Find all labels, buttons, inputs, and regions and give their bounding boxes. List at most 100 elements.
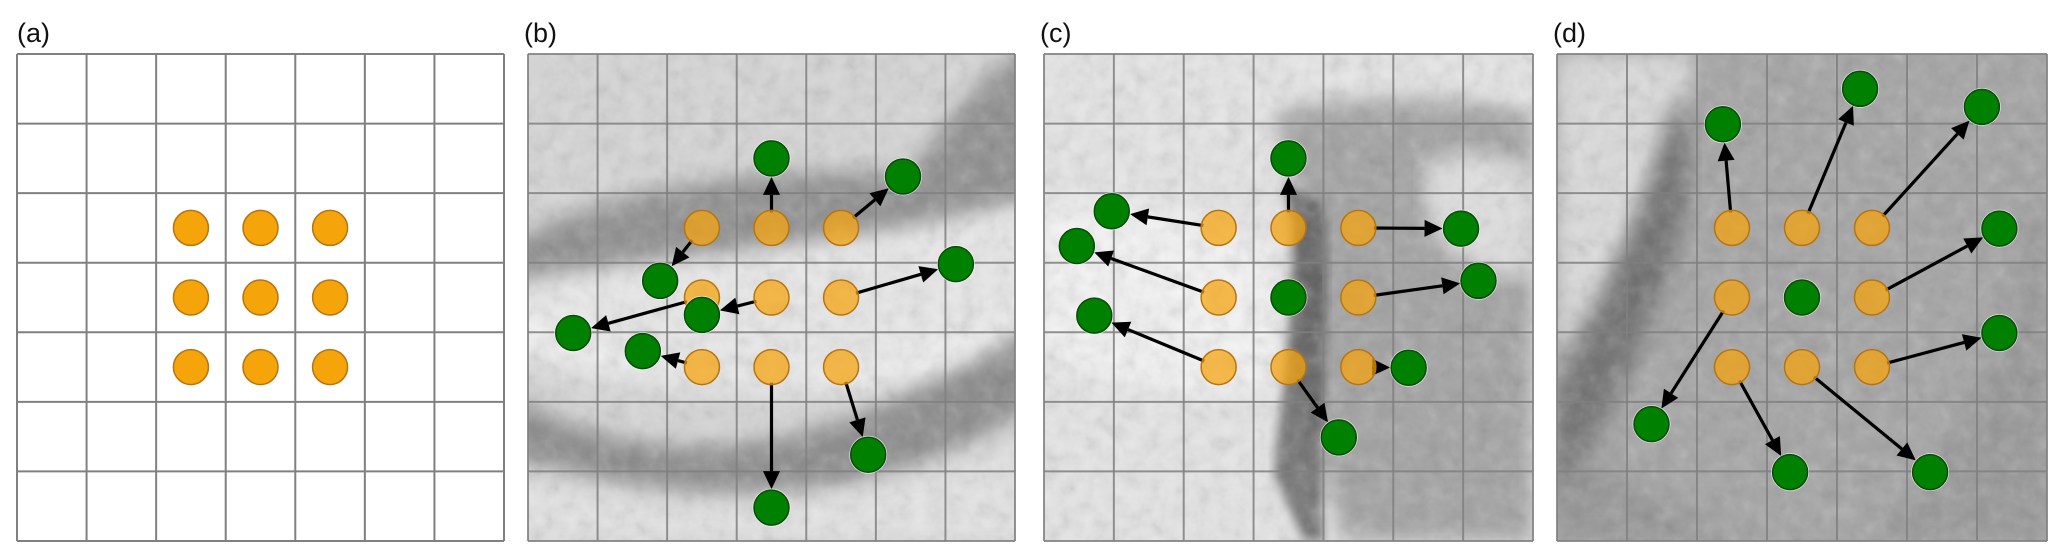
arrowhead-icon	[1424, 219, 1443, 237]
displacement-arrow	[1724, 160, 1733, 213]
target-cell-marker	[753, 489, 790, 526]
target-cell-marker	[1771, 453, 1809, 491]
displacement-arrow	[1110, 256, 1205, 294]
arrowhead-icon	[1372, 358, 1391, 376]
source-cell-marker	[1200, 348, 1237, 386]
grid	[1556, 53, 2048, 542]
source-cell-marker	[753, 209, 790, 247]
panel-d: (d)	[1553, 18, 2048, 542]
target-cell-marker	[1981, 210, 2018, 247]
source-cell-marker	[242, 209, 279, 247]
arrowhead-icon	[918, 266, 939, 283]
panel-label: (a)	[17, 18, 50, 48]
displacement-arrow	[1147, 215, 1204, 228]
displacement-arrow	[1886, 340, 1965, 365]
source-cell-marker	[1713, 348, 1751, 386]
target-cell-marker	[1442, 210, 1480, 247]
displacement-arrow	[1373, 284, 1443, 297]
arrowhead-icon	[1111, 321, 1132, 338]
target-cell-marker	[1320, 419, 1358, 456]
arrowhead-icon	[869, 188, 889, 207]
arrows	[1661, 105, 1984, 461]
target-cell-marker	[849, 436, 887, 473]
source-cell-marker	[1200, 279, 1237, 316]
target-cell-marker	[624, 332, 662, 370]
arrowhead-icon	[1717, 142, 1735, 162]
target-cell-marker	[1460, 262, 1497, 300]
source-cell-marker	[311, 209, 349, 247]
displacement-arrow	[607, 300, 688, 325]
panel-a: (a)	[16, 18, 505, 542]
target-cell-marker	[1963, 88, 2001, 126]
grid	[16, 53, 505, 542]
source-cell-marker	[753, 348, 790, 386]
target-cell-marker	[1981, 314, 2018, 352]
source-cell-marker	[1340, 209, 1377, 247]
source-cell-marker	[242, 348, 279, 386]
arrowhead-icon	[1310, 402, 1329, 423]
target-cell-marker	[1704, 106, 1742, 143]
arrowhead-icon	[1661, 388, 1679, 409]
displacement-arrow	[736, 299, 757, 308]
source-cell-marker	[1340, 348, 1377, 386]
arrowhead-icon	[1963, 237, 1984, 254]
displacement-arrow	[1812, 375, 1903, 451]
panel-label: (b)	[524, 18, 557, 48]
source-cells	[683, 209, 860, 386]
displacement-arrow	[1881, 132, 1959, 218]
arrowhead-icon	[591, 315, 611, 332]
source-cell-marker	[1853, 279, 1891, 316]
target-cell-marker	[1841, 70, 1879, 108]
displacement-arrow	[844, 381, 859, 421]
target-cell-marker	[554, 314, 592, 352]
target-cells	[554, 139, 975, 527]
target-cell-marker	[1058, 227, 1096, 265]
panel-b: (b)	[524, 18, 1016, 542]
source-cell-marker	[311, 348, 349, 386]
arrowhead-icon	[1280, 176, 1297, 195]
arrowhead-icon	[1130, 208, 1150, 226]
source-cell-marker	[822, 348, 860, 386]
target-cell-marker	[1911, 453, 1949, 491]
arrowhead-icon	[1838, 105, 1854, 126]
displacement-arrow	[1127, 328, 1205, 363]
target-cell-marker	[1093, 192, 1131, 230]
source-cell-marker	[683, 209, 721, 247]
panel-c: (c)	[1040, 18, 1534, 542]
source-cell-marker	[242, 279, 279, 316]
displacement-arrow	[851, 198, 876, 220]
target-cell-marker	[1076, 297, 1113, 334]
grid	[527, 53, 1016, 542]
source-cell-marker	[822, 209, 860, 247]
target-cells	[1632, 69, 2019, 492]
displacement-arrow	[1296, 378, 1319, 409]
panel-label: (c)	[1040, 18, 1071, 48]
arrowhead-icon	[1764, 436, 1782, 456]
arrowhead-icon	[763, 176, 780, 195]
source-cell-marker	[753, 279, 790, 316]
source-cells	[172, 209, 349, 386]
target-cell-marker	[1270, 279, 1307, 316]
target-cell-marker	[937, 245, 975, 283]
displacement-arrow	[855, 272, 922, 295]
arrowhead-icon	[1951, 120, 1970, 140]
target-cell-marker	[1390, 349, 1427, 387]
source-cell-marker	[1340, 279, 1377, 316]
source-cell-marker	[311, 279, 349, 316]
source-cell-marker	[1200, 209, 1237, 247]
target-cell-marker	[641, 262, 679, 300]
source-cell-marker	[1270, 348, 1307, 386]
target-cell-marker	[1270, 140, 1307, 177]
arrowhead-icon	[660, 352, 681, 369]
target-cell-marker	[753, 140, 790, 177]
displacement-arrow	[1669, 309, 1726, 395]
arrowhead-icon	[1441, 277, 1461, 295]
source-cell-marker	[822, 279, 860, 316]
target-cell-marker	[1633, 405, 1670, 443]
arrowhead-icon	[763, 471, 780, 490]
displacement-arrow	[1884, 244, 1969, 292]
source-cell-marker	[1853, 348, 1891, 386]
panel-label: (d)	[1553, 18, 1586, 48]
source-cell-marker	[1713, 209, 1751, 247]
